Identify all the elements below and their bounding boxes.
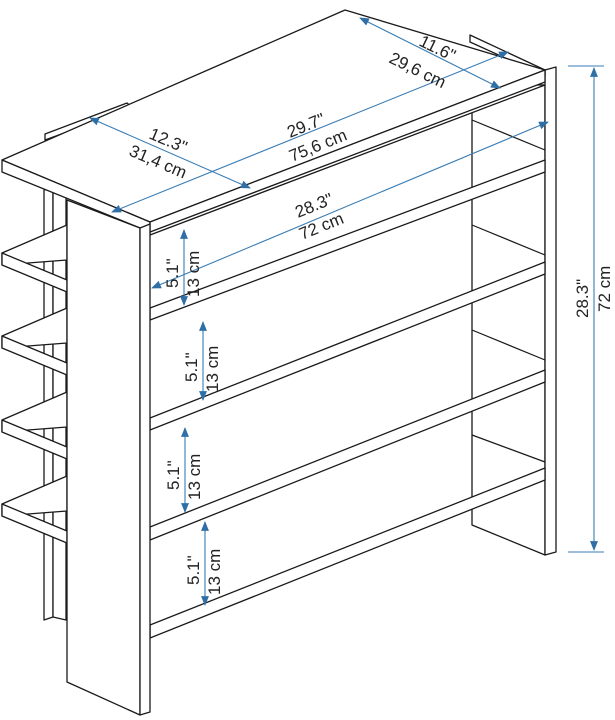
gap-3-metric: 13 cm xyxy=(185,454,204,500)
height-metric: 72 cm xyxy=(595,266,614,312)
gap-4-metric: 13 cm xyxy=(205,549,224,595)
gap-1-metric: 13 cm xyxy=(184,251,203,297)
front-left-post xyxy=(66,199,151,716)
side-shelf xyxy=(1,224,68,293)
gap-3-imperial: 5.1" xyxy=(164,460,183,490)
height-imperial: 28.3" xyxy=(573,279,592,318)
side-shelf xyxy=(1,475,68,544)
gap-2-imperial: 5.1" xyxy=(182,352,201,382)
dimension-lines xyxy=(89,17,604,606)
gap-2-metric: 13 cm xyxy=(203,346,222,392)
side-shelf xyxy=(1,307,68,376)
gap-1-imperial: 5.1" xyxy=(163,258,182,288)
left-side-shelves xyxy=(1,224,68,544)
gap-4-imperial: 5.1" xyxy=(184,555,203,585)
side-shelf xyxy=(1,391,68,460)
inner-width-dim-line xyxy=(151,121,549,289)
